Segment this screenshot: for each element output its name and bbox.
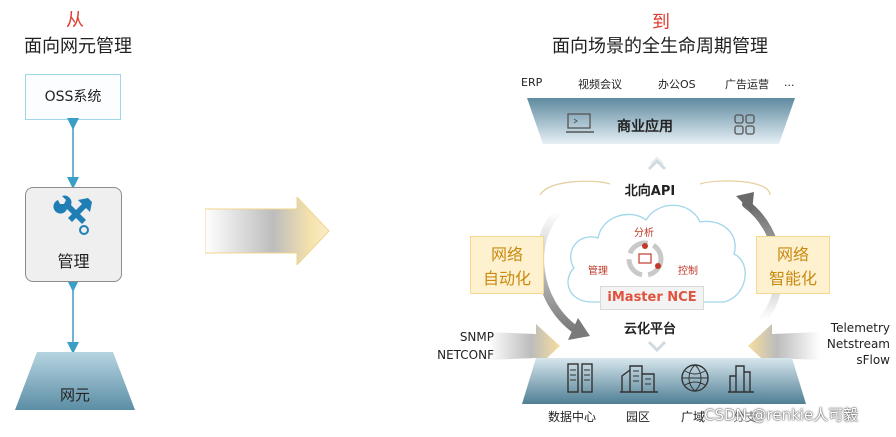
building-icon	[620, 365, 658, 393]
app-grid-icon	[734, 114, 755, 135]
app-more: ...	[784, 76, 795, 89]
app-video-conference: 视频会议	[578, 78, 622, 91]
south-chevron	[647, 340, 667, 353]
infrastructure-platform	[522, 358, 806, 404]
telemetry-label: Telemetry Netstream sFlow	[826, 321, 890, 367]
manage-label: 管理	[57, 252, 90, 271]
skyscraper-icon	[728, 365, 754, 393]
bottom-label-branch: 分支	[733, 410, 758, 424]
app-office-os: 办公OS	[658, 78, 696, 91]
csdn-watermark: CSDN @renkie人可毅	[704, 406, 859, 424]
app-erp: ERP	[521, 76, 543, 89]
cycle-manage-label: 管理	[588, 266, 608, 277]
left-title: 面向网元管理	[24, 36, 132, 57]
monitor-icon	[566, 113, 594, 133]
imaster-nce-label: iMaster NCE	[607, 290, 697, 305]
snmp-netconf-label: SNMP NETCONF	[437, 330, 494, 362]
globe-icon	[681, 364, 709, 392]
cloud-shape	[567, 204, 746, 303]
imaster-nce-box: iMaster NCE	[600, 286, 704, 310]
cycle-ring	[539, 180, 771, 196]
cycle-circle-icon	[626, 240, 664, 278]
cloud-platform-label: 云化平台	[623, 322, 676, 337]
right-title: 面向场景的全生命周期管理	[552, 36, 768, 57]
north-chevron	[647, 156, 667, 171]
manage-box	[25, 187, 122, 282]
cycle-control-label: 控制	[678, 266, 698, 277]
network-intelligence-label: 网络 智能化	[768, 245, 817, 288]
to-label: 到	[652, 12, 670, 33]
network-automation-label: 网络 自动化	[482, 245, 531, 288]
bottom-label-datacenter: 数据中心	[548, 410, 597, 424]
business-app-label: 商业应用	[617, 119, 673, 135]
left-connectors	[67, 118, 79, 354]
wrench-hammer-icon	[53, 195, 92, 235]
network-intelligence-box: 网络 智能化	[756, 236, 830, 294]
oss-system-box: OSS系统	[25, 74, 121, 120]
transition-arrow	[205, 197, 330, 265]
telemetry-input-arrow	[748, 324, 820, 368]
network-element-shape	[15, 352, 135, 410]
oss-system-label: OSS系统	[44, 89, 102, 105]
network-automation-box: 网络 自动化	[470, 236, 544, 294]
cycle-analysis-label: 分析	[634, 228, 654, 239]
server-rack-icon	[567, 363, 593, 393]
northbound-api-label: 北向API	[624, 184, 676, 199]
app-ad-operation: 广告运营	[725, 78, 769, 91]
from-label: 从	[66, 10, 84, 31]
ne-label: 网元	[59, 386, 90, 404]
bottom-label-campus: 园区	[626, 410, 651, 424]
snmp-input-arrow	[488, 324, 560, 368]
bottom-label-wan: 广域	[681, 410, 706, 424]
